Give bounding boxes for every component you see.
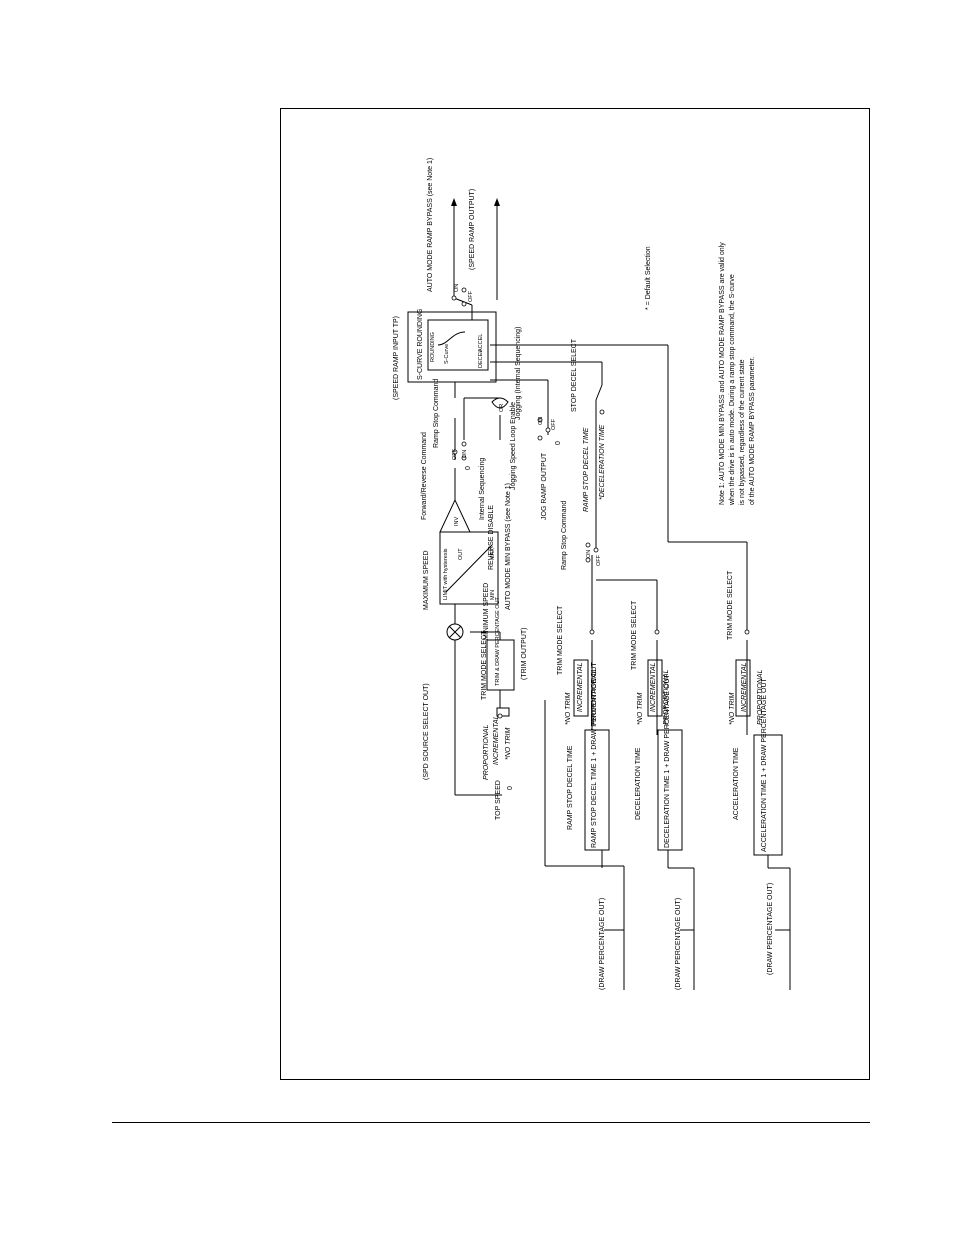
s-curve-accel-label: ACCEL	[478, 334, 484, 352]
proportional-2-label: PROPORTIONAL	[591, 669, 598, 725]
switch-contacts	[451, 287, 750, 719]
draw-percentage-out-3-label: (DRAW PERCENTAGE OUT)	[767, 883, 774, 975]
no-trim-2-label: *NO TRIM	[565, 693, 572, 725]
note-line-1: Note 1: AUTO MODE MIN BYPASS and AUTO MO…	[719, 242, 726, 505]
jog-ramp-output-label: JOG RAMP OUTPUT	[541, 452, 548, 520]
zero-1-label: 0	[507, 786, 514, 790]
note-line-4: of the AUTO MODE RAMP BYPASS parameter.	[749, 357, 756, 505]
ramp-stop-decel-time-italic-label: RAMP STOP DECEL TIME	[583, 427, 590, 512]
wires	[407, 198, 791, 990]
diagram-labels: (SPEED RAMP INPUT TP) S-CURVE ROUNDING A…	[393, 158, 774, 990]
accel-formula-block: ACCELERATION TIME 1 + DRAW PERCENTAGE OU…	[753, 677, 783, 856]
inverter-label: INV	[454, 517, 460, 527]
decel-formula-label: DECELERATION TIME 1 + DRAW PERCENTAGE OU…	[664, 673, 671, 848]
note-line-2: when the drive is in auto mode. During a…	[729, 274, 736, 506]
zero-3-label: 0	[555, 441, 562, 445]
ramp-stop-formula-block: RAMP STOP DECEL TIME 1 + DRAW PERCENTAGE…	[584, 662, 610, 851]
switch2-off-label: OFF	[452, 448, 458, 460]
switch3-on-label: ON	[538, 417, 544, 425]
limit-max-label: MAX	[490, 548, 496, 560]
limit-min-label: MIN	[490, 590, 496, 600]
ramp-stop-formula-label: RAMP STOP DECEL TIME 1 + DRAW PERCENTAGE…	[591, 662, 598, 848]
multiplier-block	[446, 623, 464, 641]
note-line-3: is not bypassed, regardless of the curre…	[739, 359, 746, 505]
stop-decel-select-label: STOP DECEL SELECT	[571, 338, 578, 412]
jogging-internal-label: Jogging (Internal Sequencing)	[515, 327, 522, 420]
deceleration-time-label: DECELERATION TIME	[635, 747, 642, 820]
or-gate: OR	[491, 397, 509, 412]
switch1-off-label: OFF	[468, 290, 474, 302]
switch3-off-label: OFF	[551, 418, 557, 430]
accel-formula-label: ACCELERATION TIME 1 + DRAW PERCENTAGE OU…	[761, 677, 768, 852]
draw-percentage-out-2-label: (DRAW PERCENTAGE OUT)	[675, 898, 682, 990]
top-speed-label: TOP SPEED	[495, 780, 502, 820]
ramp-stop-command-2-label: Ramp Stop Command	[561, 501, 568, 570]
reverse-disable-label: REVERSE DISABLE	[488, 505, 495, 570]
acceleration-time-label: ACCELERATION TIME	[733, 747, 740, 820]
trim-mode-select-1-label: TRIM MODE SELECT	[481, 630, 488, 700]
trim-mode-boxes	[573, 659, 751, 717]
auto-mode-min-bypass-label: AUTO MODE MIN BYPASS (see Note 1)	[505, 483, 512, 610]
speed-ramp-output-label: (SPEED RAMP OUTPUT)	[469, 189, 476, 270]
trim-mode-select-2-label: TRIM MODE SELECT	[557, 605, 564, 675]
ramp-stop-decel-time-label: RAMP STOP DECEL TIME	[567, 745, 574, 830]
no-trim-3-label: *NO TRIM	[637, 693, 644, 725]
deceleration-time-star-label: *DECELERATION TIME	[599, 424, 606, 500]
draw-percentage-out-1-label: (DRAW PERCENTAGE OUT)	[599, 898, 606, 990]
limit-out-label: OUT	[458, 548, 464, 560]
zero-2-label: 0	[465, 466, 472, 470]
proportional-1-label: PROPORTIONAL	[483, 724, 490, 780]
or-gate-label: OR	[499, 404, 505, 412]
footer-rule	[112, 1122, 870, 1123]
limit-block: LIMIT with hysteresis MAX MIN OUT	[439, 531, 499, 605]
s-curve-rounding-label: S-CURVE ROUNDING	[417, 309, 424, 380]
s-curve-label: S-Curve	[444, 344, 450, 364]
switch2-on-label: ON	[462, 450, 468, 458]
trim-selector-top	[496, 707, 510, 717]
forward-reverse-label: Forward/Reverse Command	[421, 432, 428, 520]
s-curve-block: S-Curve ROUNDING ACCEL DECEL	[427, 319, 489, 371]
switch4-off-label: OFF	[596, 554, 602, 566]
incremental-3-label: INCREMENTAL	[650, 662, 657, 712]
minimum-speed-label: MINIMUM SPEED	[483, 583, 490, 640]
no-trim-1-label: *NO TRIM	[505, 728, 512, 760]
internal-sequencing-label: Internal Sequencing	[479, 458, 486, 520]
trim-output-label: (TRIM OUTPUT)	[521, 628, 528, 681]
trim-mode-select-4-label: TRIM MODE SELECT	[727, 570, 734, 640]
incremental-4-label: INCREMENTAL	[741, 662, 748, 712]
switch4-on-label: ON	[586, 550, 592, 558]
jogging-speed-loop-label: Jogging Speed Loop Enable	[510, 402, 517, 490]
spd-source-select-out-label: (SPD SOURCE SELECT OUT)	[423, 683, 430, 780]
limit-hysteresis-label: LIMIT with hysteresis	[443, 548, 449, 600]
speed-ramp-input-tp-label: (SPEED RAMP INPUT TP)	[393, 316, 400, 400]
incremental-1-label: INCREMENTAL	[493, 715, 500, 765]
inverter-block: INV	[439, 498, 471, 533]
diagram-frame	[280, 108, 870, 1080]
no-trim-4-label: *NO TRIM	[729, 693, 736, 725]
trim-draw-block: TRIM & DRAW PERCENTAGE OUT	[486, 596, 515, 691]
proportional-3-label: PROPORTIONAL	[663, 669, 670, 725]
default-selection-label: * = Default Selection	[645, 246, 652, 310]
decel-formula-block: DECELERATION TIME 1 + DRAW PERCENTAGE OU…	[657, 673, 683, 851]
maximum-speed-label: MAXIMUM SPEED	[423, 550, 430, 610]
proportional-4-label: PROPORTIONAL	[757, 669, 764, 725]
switch1-on-label: ON	[454, 284, 460, 292]
trim-draw-label: TRIM & DRAW PERCENTAGE OUT	[495, 596, 501, 686]
ramp-stop-command-label: Ramp Stop Command	[433, 379, 440, 448]
s-curve-decel-label: DECEL	[478, 350, 484, 368]
s-curve-rounding-inner-label: ROUNDING	[430, 332, 436, 362]
trim-mode-select-3-label: TRIM MODE SELECT	[631, 600, 638, 670]
auto-mode-ramp-bypass-label: AUTO MODE RAMP BYPASS (see Note 1)	[427, 158, 434, 292]
incremental-2-label: INCREMENTAL	[577, 662, 584, 712]
